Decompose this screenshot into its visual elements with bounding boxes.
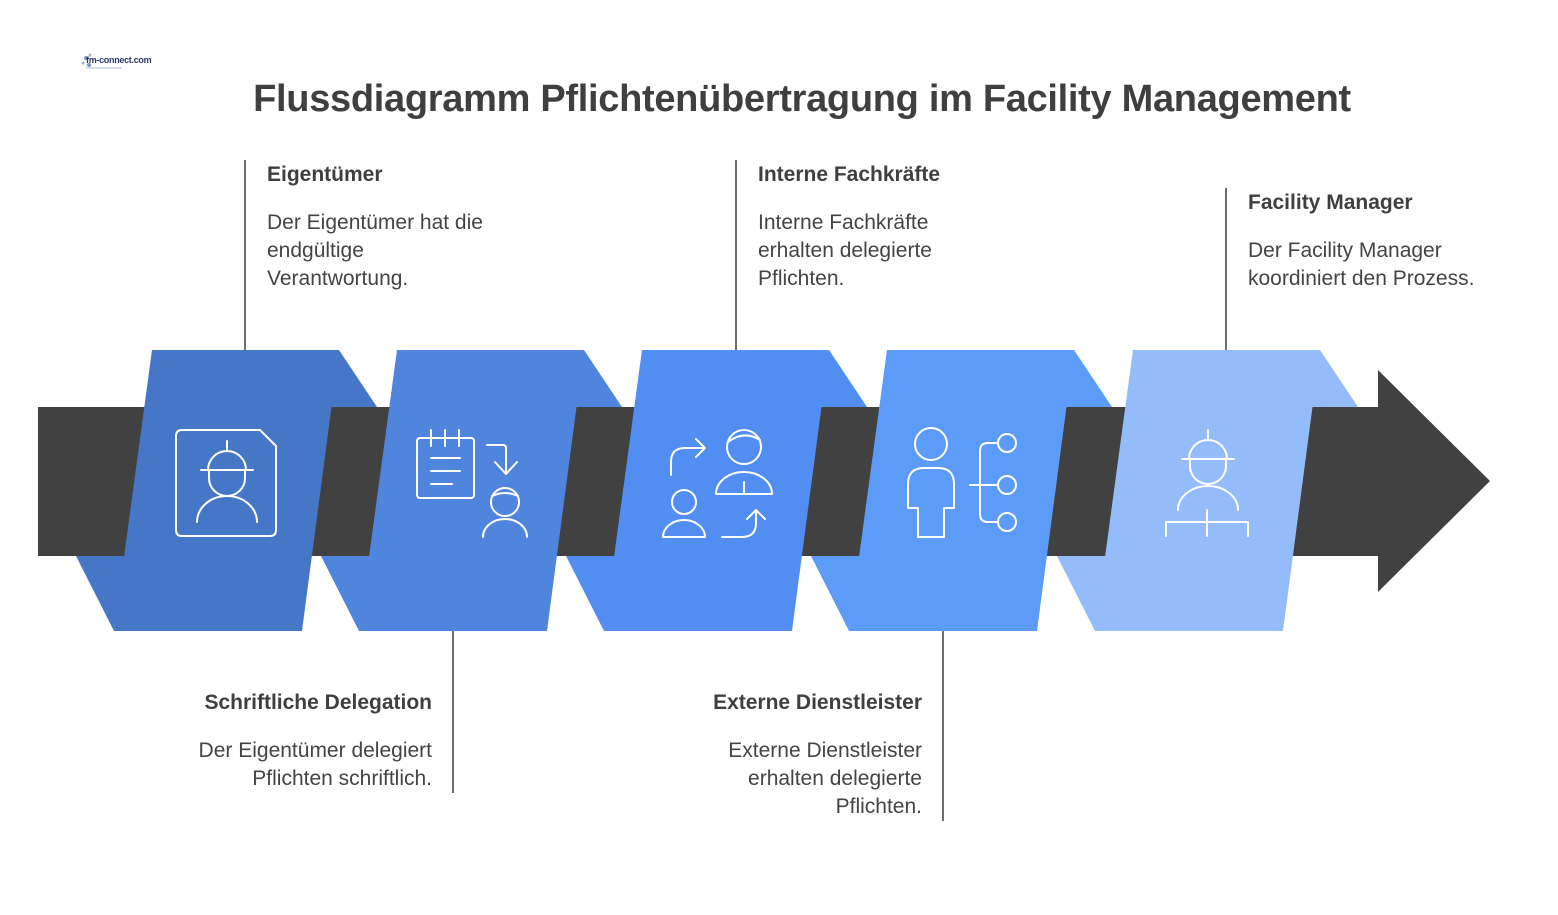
written-delegation-icon bbox=[416, 429, 528, 538]
step-label-facility-manager: Facility Manager Der Facility Manager ko… bbox=[1248, 189, 1548, 293]
step-description: Der Eigentümer hat die endgültige Verant… bbox=[267, 211, 483, 290]
step-description: Der Facility Manager koordiniert den Pro… bbox=[1248, 239, 1475, 290]
external-providers-icon bbox=[907, 427, 1017, 538]
arrow-head bbox=[1378, 370, 1490, 592]
step-label-eigentuemer: Eigentümer Der Eigentümer hat die endgül… bbox=[267, 161, 567, 293]
step-fold-top-5 bbox=[1309, 350, 1358, 407]
step-panel-5 bbox=[1095, 350, 1320, 631]
step-fold-top-3 bbox=[818, 350, 867, 407]
fm-connect-logo-icon bbox=[81, 53, 122, 69]
step-label-externe: Externe Dienstleister Externe Dienstleis… bbox=[621, 689, 922, 821]
step-fold-bottom-1 bbox=[76, 556, 126, 631]
step-title: Interne Fachkräfte bbox=[758, 163, 941, 186]
step-title: Eigentümer bbox=[267, 163, 383, 186]
owner-icon bbox=[175, 429, 277, 537]
internal-staff-icon bbox=[662, 429, 773, 538]
step-fold-top-2 bbox=[573, 350, 622, 407]
step-title: Externe Dienstleister bbox=[713, 691, 922, 714]
step-panel-2 bbox=[359, 350, 584, 631]
step-block-delegation bbox=[321, 350, 622, 631]
step-fold-bottom-4 bbox=[811, 556, 861, 631]
page-title: Flussdiagramm Pflichtenübertragung im Fa… bbox=[253, 78, 1351, 120]
step-fold-bottom-3 bbox=[566, 556, 616, 631]
step-title: Facility Manager bbox=[1248, 191, 1413, 214]
step-description: Interne Fachkräfte erhalten delegierte P… bbox=[758, 211, 932, 290]
step-label-interne: Interne Fachkräfte Interne Fachkräfte er… bbox=[758, 161, 1058, 293]
step-description: Externe Dienstleister erhalten delegiert… bbox=[728, 739, 922, 818]
step-panel-1 bbox=[114, 350, 339, 631]
step-block-eigentuemer bbox=[76, 350, 377, 631]
logo-text: fm-connect.com bbox=[86, 55, 152, 65]
step-label-delegation: Schriftliche Delegation Der Eigentümer d… bbox=[122, 689, 432, 793]
step-fold-bottom-5 bbox=[1057, 556, 1107, 631]
step-description: Der Eigentümer delegiert Pflichten schri… bbox=[198, 739, 432, 790]
step-fold-top-4 bbox=[1063, 350, 1112, 407]
step-block-externe bbox=[811, 350, 1112, 631]
step-title: Schriftliche Delegation bbox=[204, 691, 432, 714]
step-block-facility-manager bbox=[1057, 350, 1358, 631]
step-fold-bottom-2 bbox=[321, 556, 371, 631]
step-panel-4 bbox=[849, 350, 1074, 631]
step-fold-top-1 bbox=[328, 350, 377, 407]
facility-manager-icon bbox=[1165, 429, 1249, 537]
